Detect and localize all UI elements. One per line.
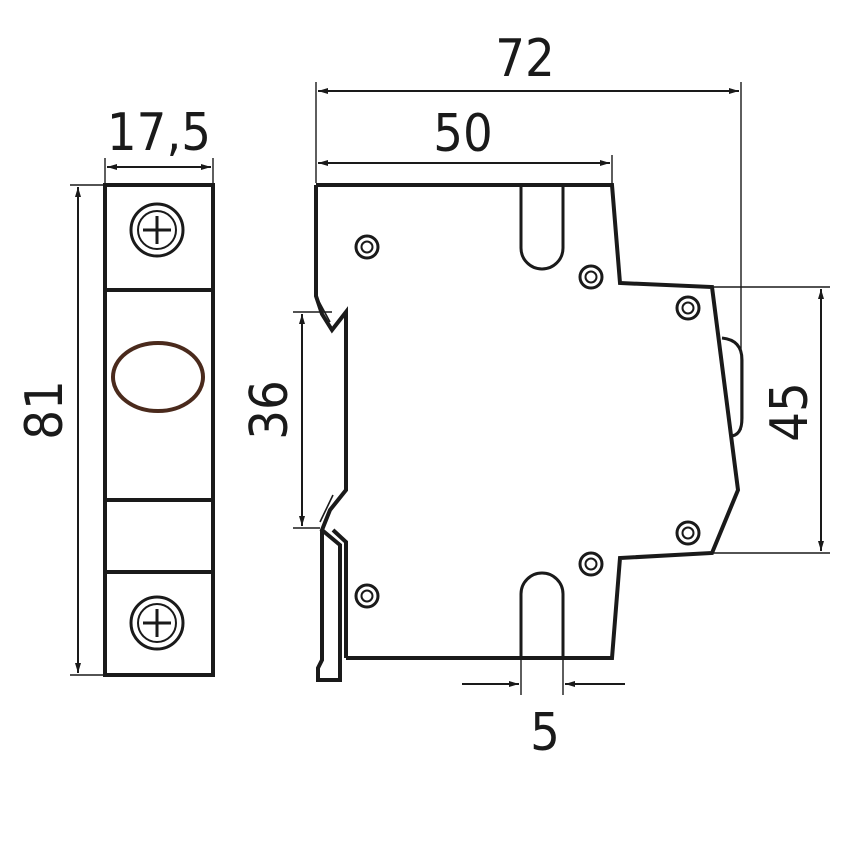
dim-label-depth-to-step: 50 xyxy=(433,104,493,164)
side-body xyxy=(314,183,741,682)
screw-icon xyxy=(129,202,185,258)
side-view: 72 50 36 45 5 xyxy=(240,29,830,763)
rivet-icon xyxy=(675,520,701,546)
dim-label-step-height: 45 xyxy=(760,382,820,442)
screw-icon xyxy=(129,595,185,651)
rivet-icon xyxy=(578,551,604,577)
dim-label-front-height: 81 xyxy=(15,380,75,440)
slot-bottom xyxy=(519,571,565,658)
front-body xyxy=(103,183,215,677)
front-view: 17,5 81 xyxy=(15,103,215,677)
indicator-lens-icon xyxy=(111,341,205,413)
rail-clip-top xyxy=(315,295,331,323)
rivet-icon xyxy=(675,295,701,321)
rivet-icon xyxy=(578,264,604,290)
side-bump xyxy=(721,336,744,438)
dim-label-overall-depth: 72 xyxy=(495,29,555,89)
dim-label-rail-height: 36 xyxy=(240,380,300,440)
slot-top xyxy=(519,185,565,271)
rivet-icon xyxy=(354,583,380,609)
rivet-icon xyxy=(354,234,380,260)
dim-label-front-width: 17,5 xyxy=(107,103,211,163)
dim-label-slot-width: 5 xyxy=(530,703,560,763)
rail-clip-bottom xyxy=(319,494,334,523)
